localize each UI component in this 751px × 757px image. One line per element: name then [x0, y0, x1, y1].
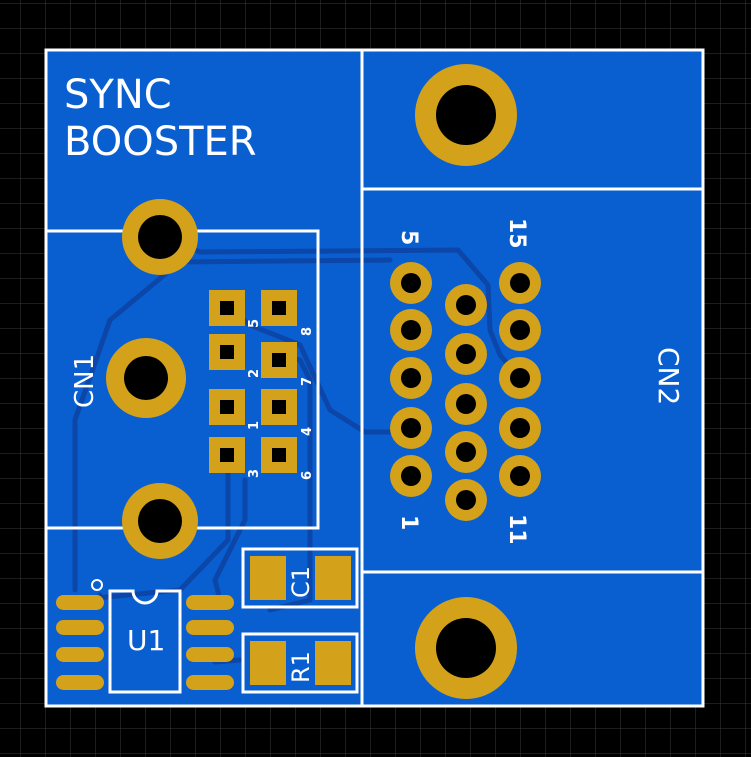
cn2-pin-label: 11: [504, 514, 529, 545]
cn1-pin-label: 2: [247, 369, 262, 378]
cn2-pad-hole: [401, 466, 421, 486]
cn1-pin-label: 5: [247, 319, 262, 328]
cn1-pin-labels: 5 2 1 3 8 7 4 6: [247, 319, 315, 480]
cn2-pin-label: 5: [396, 230, 421, 245]
cn1-pad-hole: [272, 301, 286, 315]
u1-pad: [56, 675, 104, 690]
cn1-mounting-holes: [106, 199, 198, 559]
cn2-mounting-holes: [415, 64, 517, 699]
cn2-pin-labels: 5 15 1 11: [396, 218, 529, 545]
mounting-hole-drill: [436, 85, 496, 145]
u1-pad: [186, 647, 234, 662]
cn2-pad-hole: [510, 466, 530, 486]
cn1-pads: [209, 290, 297, 473]
c1-pad: [315, 556, 351, 600]
cn2-pad-hole: [456, 490, 476, 510]
cn1-pin-label: 7: [300, 377, 315, 386]
cn2-pad-hole: [510, 273, 530, 293]
c1-component: C1: [241, 547, 359, 609]
cn2-pad-hole: [401, 273, 421, 293]
c1-outline: [241, 547, 359, 609]
c1-pad: [250, 556, 286, 600]
u1-pad: [56, 647, 104, 662]
cn1-pin-label: 1: [247, 421, 262, 430]
cn1-pin-label: 8: [300, 327, 315, 336]
cn1-pad-hole: [272, 353, 286, 367]
u1-ref-label: U1: [127, 624, 165, 657]
u1-pin1-marker: [91, 579, 103, 591]
mounting-hole-drill: [124, 356, 168, 400]
r1-component: R1: [241, 632, 359, 694]
cn1-pad-hole: [220, 301, 234, 315]
cn2-pad-hole: [510, 368, 530, 388]
cn2-pad-hole: [456, 442, 476, 462]
r1-pad: [315, 641, 351, 685]
traces: [72, 234, 523, 665]
r1-ref-label: R1: [287, 651, 315, 683]
c1-ref-label: C1: [287, 566, 315, 598]
board-title-line2: BOOSTER: [64, 119, 257, 165]
mounting-hole-drill: [138, 215, 182, 259]
u1-pad: [56, 595, 104, 610]
u1-pad: [186, 620, 234, 635]
u1-body-outline: [108, 589, 182, 694]
cn1-pin-label: 6: [300, 471, 315, 480]
cn2-ref-label: CN2: [652, 347, 685, 405]
board-title-line1: SYNC: [64, 72, 172, 118]
mounting-hole-drill: [138, 499, 182, 543]
cn2-pad-hole: [510, 320, 530, 340]
r1-pad: [250, 641, 286, 685]
u1-pad: [186, 595, 234, 610]
r1-outline: [241, 632, 359, 694]
u1-pad: [56, 620, 104, 635]
cn1-pad-hole: [272, 400, 286, 414]
cn2-pad-hole: [510, 418, 530, 438]
cn2-pads: [390, 262, 541, 521]
cn1-pad-hole: [272, 448, 286, 462]
cn2-pad-hole: [456, 344, 476, 364]
cn2-pad-hole: [456, 394, 476, 414]
mounting-hole-drill: [436, 618, 496, 678]
cn1-pin-label: 3: [247, 469, 262, 478]
cn1-pad-hole: [220, 400, 234, 414]
cn2-pin-label: 15: [504, 218, 529, 249]
cn2-pad-hole: [401, 368, 421, 388]
cn1-pad-hole: [220, 448, 234, 462]
cn2-pin-label: 1: [396, 515, 421, 530]
cn1-ref-label: CN1: [70, 354, 100, 408]
cn1-pin-label: 4: [300, 427, 315, 436]
u1-component: U1: [56, 579, 234, 694]
cn2-pad-hole: [401, 320, 421, 340]
u1-pad: [186, 675, 234, 690]
cn2-pad-hole: [456, 295, 476, 315]
cn2-outline: [360, 48, 705, 708]
cn1-pad-hole: [220, 345, 234, 359]
cn2-pad-hole: [401, 418, 421, 438]
